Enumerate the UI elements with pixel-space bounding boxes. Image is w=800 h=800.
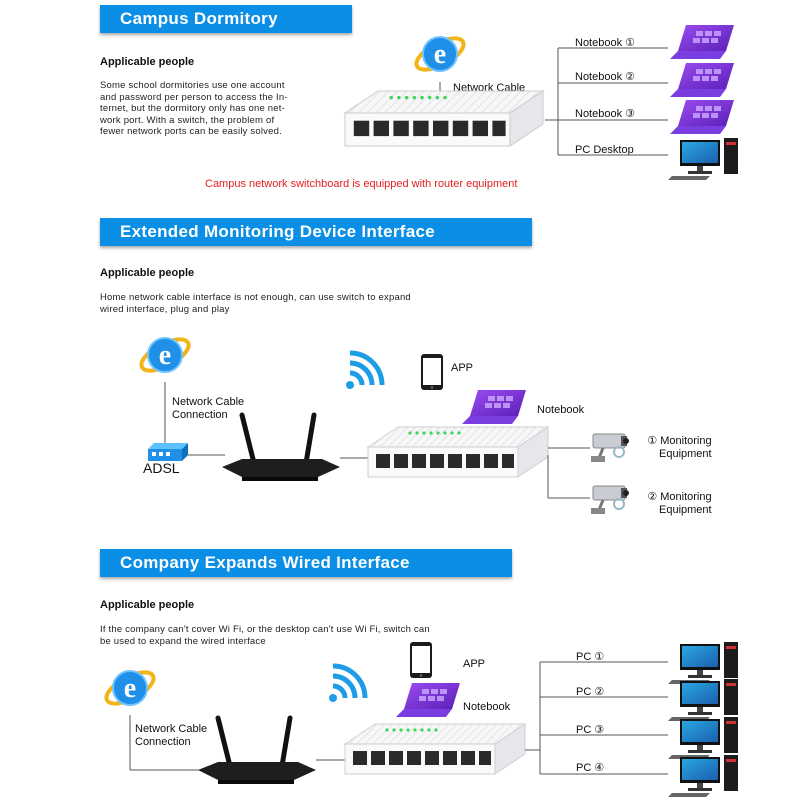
laptop-icon bbox=[462, 390, 526, 424]
section3-pc-4-label: PC ④ bbox=[576, 762, 605, 774]
text-line: ternet, but the dormitory only has one n… bbox=[100, 103, 285, 114]
section1-banner: Campus Dormitory bbox=[100, 5, 352, 33]
label-line: Network Cable bbox=[172, 396, 245, 408]
section1-notebook-2-label: Notebook ② bbox=[575, 71, 636, 83]
text-line: fewer network ports can be easily solved… bbox=[100, 126, 282, 137]
text-line: Home network cable interface is not enou… bbox=[100, 292, 411, 303]
branch-lines bbox=[547, 447, 590, 499]
switch-icon bbox=[344, 723, 526, 775]
camera-icon bbox=[589, 432, 631, 464]
section2-monitor-1-label: ① Monitoring Equipment bbox=[641, 435, 712, 461]
section3-notebook-label: Notebook bbox=[463, 701, 511, 713]
label-line: Connection bbox=[453, 95, 509, 107]
text-line: be used to expand the wired interface bbox=[100, 635, 266, 647]
section2-banner: Extended Monitoring Device Interface bbox=[100, 218, 532, 246]
section1-notebook-3-label: Notebook ③ bbox=[575, 108, 636, 120]
switch-icon bbox=[367, 426, 549, 478]
label-line: Network Cable bbox=[135, 723, 208, 735]
router-icon bbox=[222, 415, 340, 481]
text-line: Some school dormitories use one account bbox=[100, 80, 285, 91]
section2-adsl-label: ADSL bbox=[143, 460, 180, 476]
label-line: Network Cable bbox=[453, 82, 526, 94]
section2-cable-label: Network Cable Connection bbox=[172, 396, 244, 422]
text-line: work port. With a switch, the problem of bbox=[100, 114, 275, 126]
section3-cable-label: Network Cable Connection bbox=[135, 723, 207, 749]
section3-pc-3-label: PC ③ bbox=[576, 724, 605, 736]
section1-heading: Applicable people bbox=[100, 56, 195, 68]
label-line: Connection bbox=[172, 409, 228, 421]
internet-explorer-icon bbox=[99, 664, 161, 712]
camera-icon bbox=[589, 484, 631, 516]
text-line: wired interface, plug and play bbox=[100, 303, 230, 315]
branch-lines bbox=[545, 47, 668, 156]
label-line: Equipment bbox=[659, 448, 712, 460]
desktop-pc-icon bbox=[668, 642, 738, 684]
section2-app-label: APP bbox=[451, 362, 474, 374]
section3-banner: Company Expands Wired Interface bbox=[100, 549, 512, 577]
section2-notebook-label: Notebook bbox=[537, 404, 585, 416]
section1-description: Some school dormitories use one account … bbox=[100, 80, 288, 138]
internet-explorer-icon bbox=[409, 30, 471, 78]
label-line: Equipment bbox=[659, 504, 712, 516]
section3-description: If the company can't cover Wi Fi, or the… bbox=[100, 624, 430, 647]
internet-explorer-icon bbox=[134, 331, 196, 379]
text-line: If the company can't cover Wi Fi, or the… bbox=[100, 624, 430, 635]
router-icon bbox=[198, 718, 316, 784]
laptop-icon bbox=[670, 63, 734, 97]
section2-monitor-2-label: ② Monitoring Equipment bbox=[641, 491, 712, 517]
label-line: ② Monitoring bbox=[647, 491, 712, 503]
section3-pc-1-label: PC ① bbox=[576, 651, 605, 663]
desktop-pc-icon bbox=[668, 679, 738, 721]
smartphone-icon bbox=[410, 642, 432, 678]
desktop-pc-icon bbox=[668, 138, 738, 180]
section2-heading: Applicable people bbox=[100, 267, 195, 279]
wifi-icon bbox=[346, 353, 382, 389]
section3-app-label: APP bbox=[463, 658, 486, 670]
branch-lines bbox=[525, 661, 668, 775]
adsl-modem-icon bbox=[148, 443, 188, 461]
section3-pc-2-label: PC ② bbox=[576, 686, 605, 698]
section3-heading: Applicable people bbox=[100, 599, 195, 611]
section1-notebook-1-label: Notebook ① bbox=[575, 37, 636, 49]
desktop-pc-icon bbox=[668, 755, 738, 797]
laptop-icon bbox=[670, 25, 734, 59]
text-line: and password per person to access the In… bbox=[100, 91, 288, 103]
label-line: Connection bbox=[135, 736, 191, 748]
section1-pc-desktop-label: PC Desktop bbox=[575, 144, 634, 156]
desktop-pc-icon bbox=[668, 717, 738, 759]
laptop-icon bbox=[670, 100, 734, 134]
section1-note: Campus network switchboard is equipped w… bbox=[205, 178, 518, 190]
smartphone-icon bbox=[421, 354, 443, 390]
laptop-icon bbox=[396, 683, 460, 717]
section2-description: Home network cable interface is not enou… bbox=[100, 292, 411, 315]
section1-cable-label: Network Cable Connection bbox=[453, 82, 525, 108]
label-line: ① Monitoring bbox=[647, 435, 712, 447]
wifi-icon bbox=[329, 666, 365, 702]
